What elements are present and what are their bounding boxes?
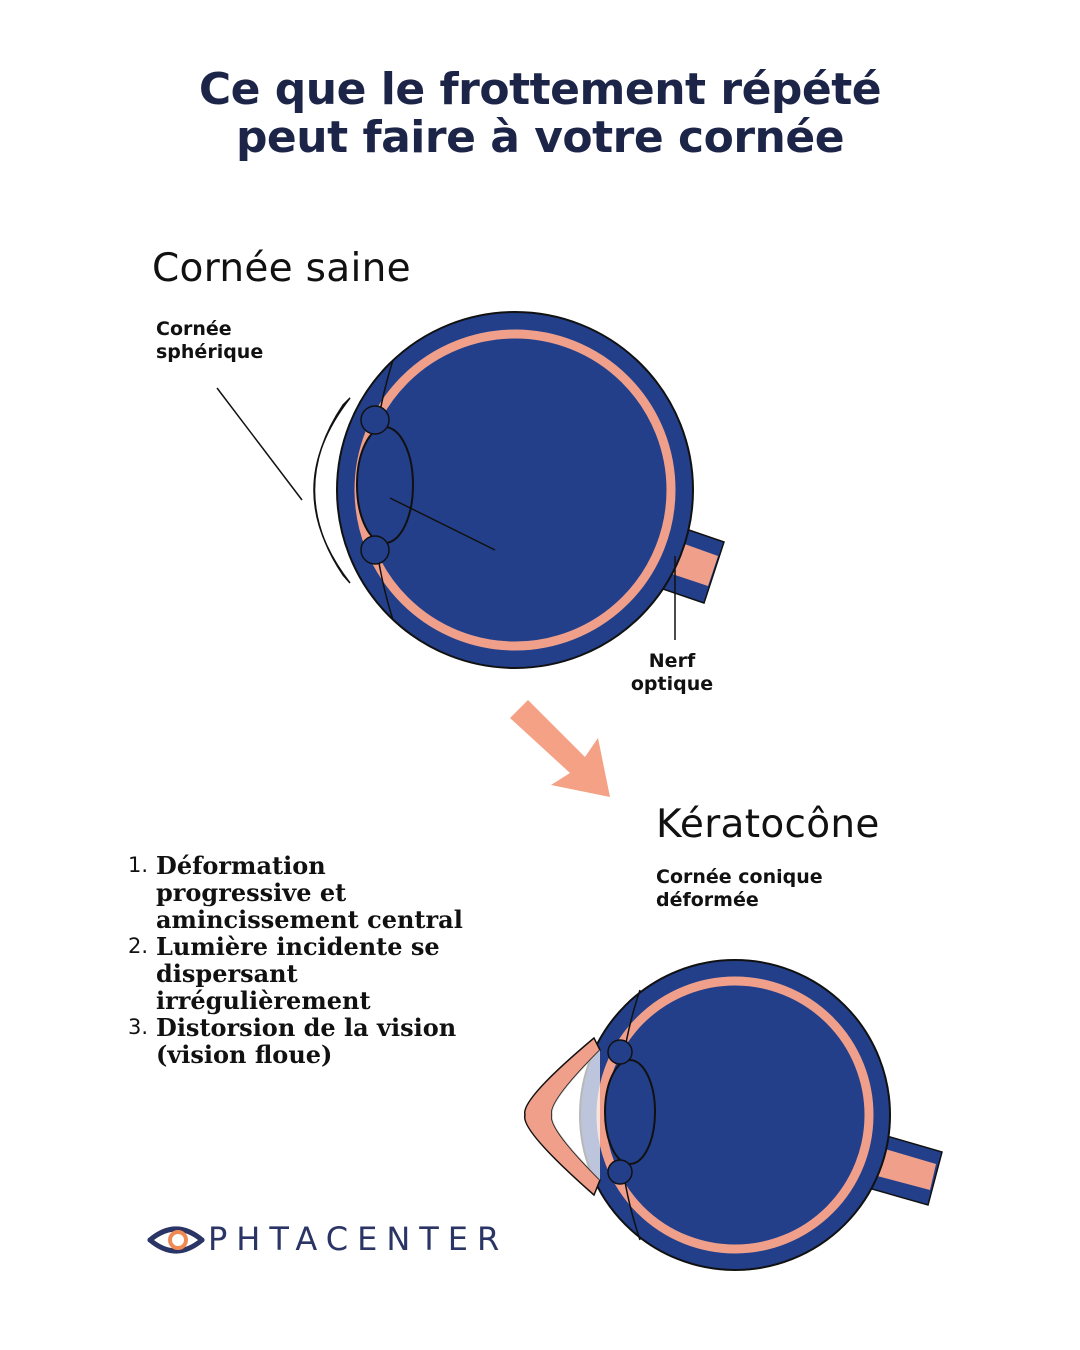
title-line-1: Ce que le frottement répété [198,64,882,115]
eye-logo-icon [147,1226,205,1254]
transition-arrow [510,700,610,797]
effects-list: 1. Déformation progressive et amincissem… [128,852,488,1068]
keratoconus-heading: Kératocône [656,802,880,847]
healthy-cornea-heading: Cornée saine [152,246,411,291]
title-line-2: peut faire à votre cornée [235,112,845,163]
spherical-cornea-label: Cornée sphérique [156,318,264,363]
effect-item-3: 3. Distorsion de la vision (vision floue… [128,1013,457,1069]
effect-item-1: 1. Déformation progressive et amincissem… [128,851,463,934]
page-title: Ce que le frottement répété peut faire à… [0,66,1080,162]
keratoconus-eye-illustration [523,959,943,1271]
healthy-eye-illustration [216,311,725,669]
effect-item-2: 2. Lumière incidente se dispersant irrég… [128,932,440,1015]
optic-nerve-label: Nerf optique [630,650,714,695]
conical-cornea-label: Cornée conique déformée [656,866,823,911]
logo-text: PHTACENTER [208,1220,509,1258]
